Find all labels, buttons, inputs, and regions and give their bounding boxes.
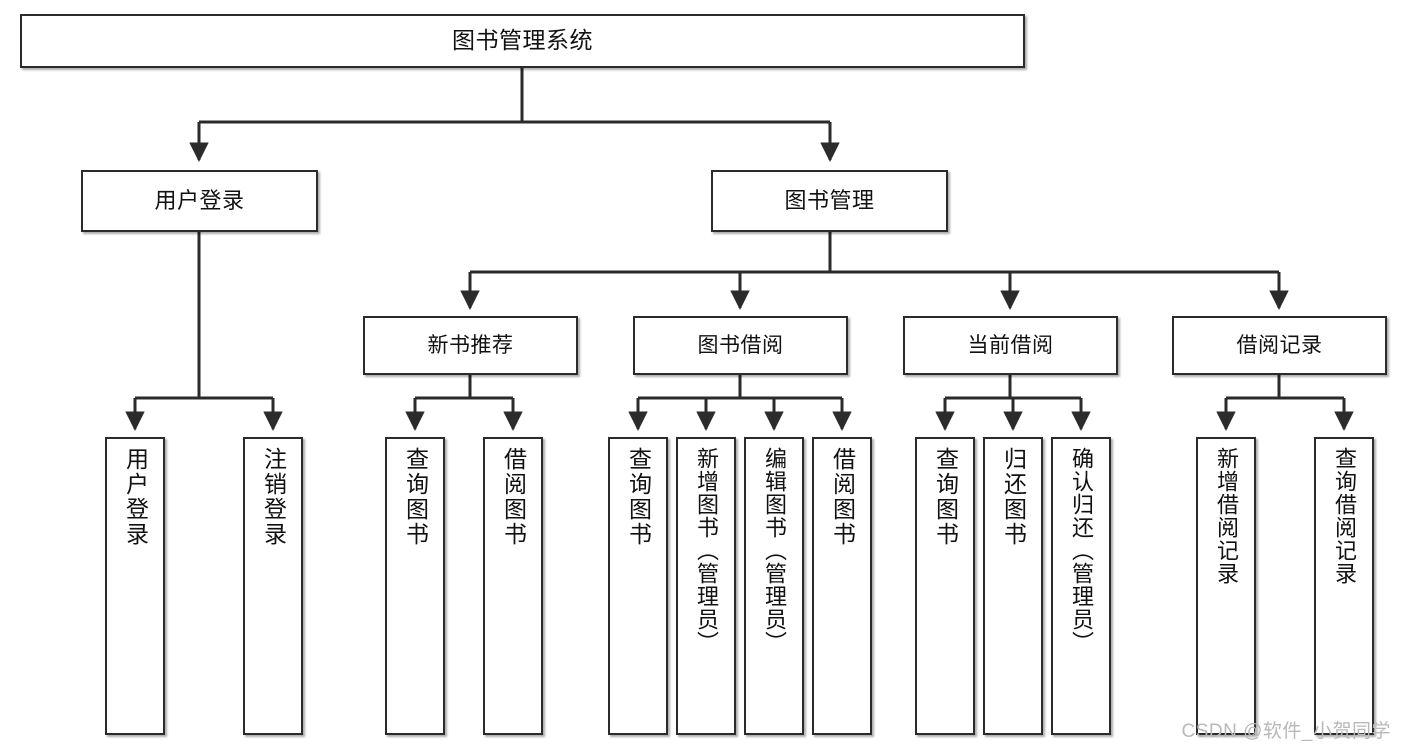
node-leaf-borrow-book-recommendation[interactable]: 借阅图书 — [483, 437, 543, 735]
node-label: 新书推荐 — [427, 333, 514, 357]
node-label: 编辑图书（管理员） — [762, 447, 787, 654]
node-borrowing-record[interactable]: 借阅记录 — [1172, 316, 1387, 375]
node-book-management[interactable]: 图书管理 — [711, 170, 948, 232]
node-label: 借阅图书 — [829, 447, 856, 547]
node-label: 查询图书 — [625, 447, 652, 547]
node-leaf-edit-book-admin[interactable]: 编辑图书（管理员） — [744, 437, 804, 735]
node-label: 图书管理 — [784, 187, 875, 213]
node-label: 用户登录 — [122, 447, 149, 547]
node-leaf-confirm-return-admin[interactable]: 确认归还（管理员） — [1051, 437, 1111, 735]
node-label: 图书管理系统 — [452, 27, 593, 54]
node-leaf-query-borrow-record[interactable]: 查询借阅记录 — [1314, 437, 1374, 735]
node-root-book-management-system[interactable]: 图书管理系统 — [20, 14, 1025, 68]
node-leaf-query-book-borrowing[interactable]: 查询图书 — [608, 437, 668, 735]
node-label: 新增图书（管理员） — [694, 447, 719, 654]
node-label: 用户登录 — [154, 187, 245, 213]
node-label: 注销登录 — [260, 447, 287, 547]
node-label: 确认归还（管理员） — [1069, 447, 1094, 654]
node-leaf-borrow-book[interactable]: 借阅图书 — [812, 437, 872, 735]
csdn-watermark: CSDN @软件_小贺同学 — [1181, 721, 1391, 742]
node-current-borrowing[interactable]: 当前借阅 — [903, 316, 1118, 375]
node-label: 图书借阅 — [697, 333, 784, 357]
node-leaf-return-book[interactable]: 归还图书 — [983, 437, 1043, 735]
node-label: 查询图书 — [402, 447, 429, 547]
node-leaf-query-book-recommendation[interactable]: 查询图书 — [385, 437, 445, 735]
node-leaf-add-book-admin[interactable]: 新增图书（管理员） — [676, 437, 736, 735]
node-label: 借阅记录 — [1236, 333, 1323, 357]
node-user-login[interactable]: 用户登录 — [81, 170, 318, 232]
node-leaf-user-login[interactable]: 用户登录 — [105, 437, 165, 735]
node-label: 新增借阅记录 — [1214, 447, 1239, 585]
node-new-book-recommendation[interactable]: 新书推荐 — [363, 316, 578, 375]
node-label: 查询图书 — [932, 447, 959, 547]
node-label: 借阅图书 — [500, 447, 527, 547]
node-leaf-query-book-current[interactable]: 查询图书 — [915, 437, 975, 735]
node-label: 当前借阅 — [967, 333, 1054, 357]
node-label: 归还图书 — [1000, 447, 1027, 547]
node-book-borrowing[interactable]: 图书借阅 — [633, 316, 848, 375]
node-leaf-add-borrow-record[interactable]: 新增借阅记录 — [1196, 437, 1256, 735]
node-leaf-logout[interactable]: 注销登录 — [243, 437, 303, 735]
node-label: 查询借阅记录 — [1332, 447, 1357, 585]
